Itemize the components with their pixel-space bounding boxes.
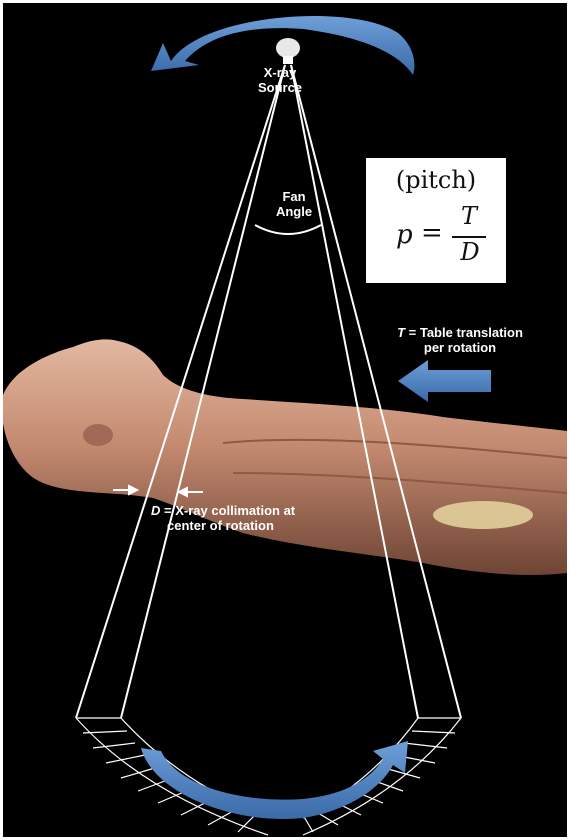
ct-pitch-diagram: X-ray Source Fan Angle (pitch) p = T D T… [3,3,567,837]
pitch-numerator: T [454,202,484,230]
source-line1: X-ray [240,65,320,80]
xray-source-icon [276,38,300,64]
coll-line2: center of rotation [151,518,391,533]
collimation-label: D = X-ray collimation at center of rotat… [151,503,391,533]
diagram-graphic [3,3,567,837]
pitch-formula-box: (pitch) p = T D [366,158,506,283]
fan-line2: Angle [265,204,323,219]
table-translation-label: T = Table translation per rotation [365,325,555,355]
rotation-arrow-bottom [141,741,408,819]
fan-line1: Fan [265,189,323,204]
pitch-denominator: D [452,238,488,266]
scanned-region [433,501,533,529]
table-var: T [397,325,405,340]
fan-angle-arc [255,225,321,234]
table-translation-arrow [398,360,491,402]
fan-angle-label: Fan Angle [265,189,323,219]
coll-line1: = X-ray collimation at [160,503,295,518]
table-line2: per rotation [365,340,555,355]
pitch-equals: = [421,218,443,248]
coll-var: D [151,503,160,518]
ear-shape [83,424,113,446]
table-line1: = Table translation [405,325,523,340]
pitch-title: (pitch) [366,166,506,194]
source-line2: Source [240,80,320,95]
pitch-variable: p [396,220,413,250]
xray-source-label: X-ray Source [240,65,320,95]
